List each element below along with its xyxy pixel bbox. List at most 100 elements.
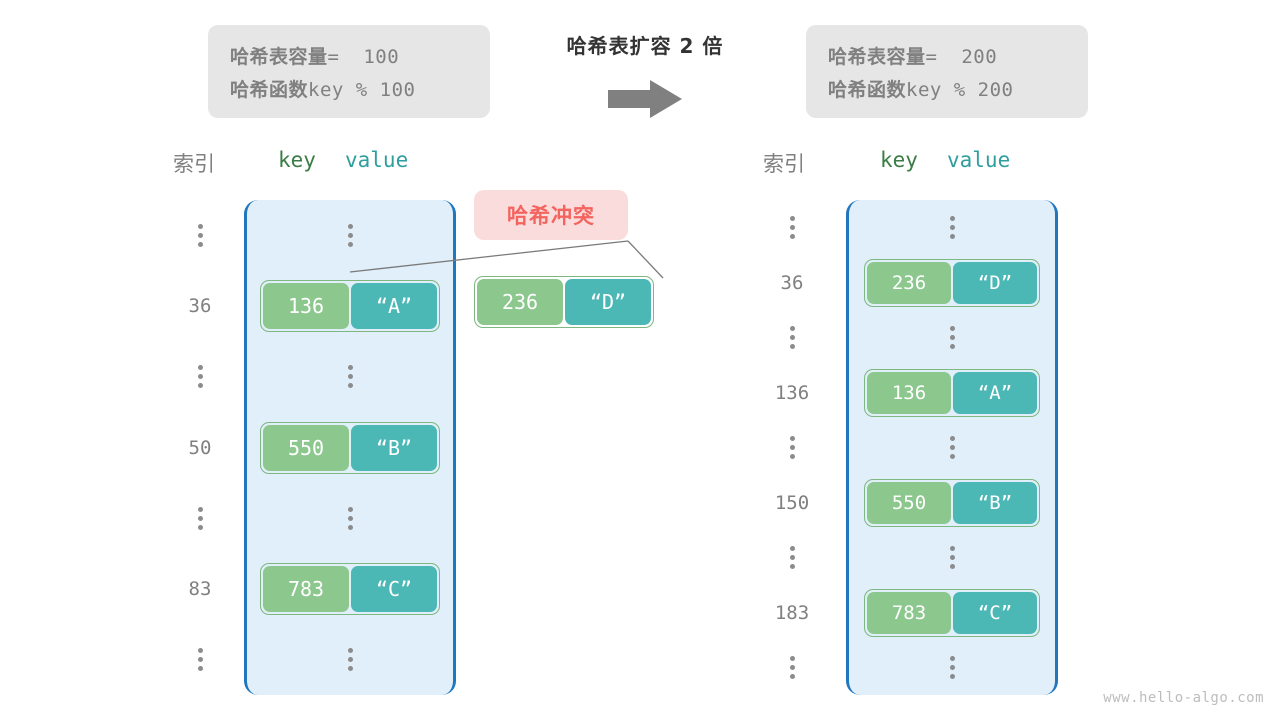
index-column-left: 36 50 83 [170, 200, 230, 695]
index-label: 183 [774, 601, 810, 624]
key-value-pair: 136“A” [864, 368, 1040, 417]
hash-table-info-left: 哈希表容量 = 100 哈希函数 key % 100 [208, 25, 490, 118]
table-row: 783“C” [849, 585, 1055, 640]
table-row-ellipsis [849, 200, 1055, 255]
watermark: www.hello-algo.com [1103, 690, 1264, 706]
header-value-right: value [947, 148, 1011, 172]
index-ellipsis [197, 624, 203, 695]
capacity-label: 哈希表容量 [230, 45, 328, 68]
vertical-ellipsis-icon [197, 648, 203, 672]
index-label: 83 [188, 577, 212, 600]
vertical-ellipsis-icon [197, 365, 203, 389]
transform-title: 哈希表扩容 2 倍 [566, 34, 724, 58]
index-ellipsis [197, 341, 203, 412]
capacity-label: 哈希表容量 [828, 45, 926, 68]
index-label: 36 [780, 271, 804, 294]
vertical-ellipsis-icon [789, 656, 795, 679]
table-row-ellipsis [849, 530, 1055, 585]
key-cell: 783 [263, 565, 349, 612]
hash-table-info-right: 哈希表容量 = 200 哈希函数 key % 200 [806, 25, 1088, 118]
index-ellipsis [789, 420, 795, 475]
table-row: 136“A” [849, 365, 1055, 420]
key-cell: 236 [477, 279, 563, 325]
key-value-pair: 783“C” [864, 588, 1040, 637]
key-value-pair: 783“C” [260, 562, 440, 615]
table-row: 236“D” [849, 255, 1055, 310]
table-row-ellipsis [247, 200, 453, 271]
table-row-ellipsis [849, 420, 1055, 475]
index-label: 136 [774, 381, 810, 404]
value-cell: “D” [565, 279, 651, 325]
collision-entry: 236 “D” [474, 276, 654, 328]
function-value: key % 100 [308, 78, 416, 101]
vertical-ellipsis-icon [347, 506, 353, 530]
collision-badge: 哈希冲突 [474, 190, 628, 240]
vertical-ellipsis-icon [949, 326, 955, 349]
key-value-pair: 236“D” [864, 258, 1040, 307]
capacity-value: = 100 [327, 45, 400, 68]
key-cell: 550 [263, 424, 349, 471]
right-arrow-icon [608, 80, 682, 118]
vertical-ellipsis-icon [949, 546, 955, 569]
value-cell: “C” [953, 591, 1037, 634]
index-ellipsis [789, 310, 795, 365]
vertical-ellipsis-icon [347, 223, 353, 247]
function-value: key % 200 [906, 78, 1014, 101]
function-label: 哈希函数 [230, 78, 309, 101]
index-ellipsis [197, 200, 203, 271]
vertical-ellipsis-icon [949, 656, 955, 679]
function-line-right: 哈希函数 key % 200 [828, 75, 1066, 102]
header-key-right: key [880, 148, 918, 172]
table-row-ellipsis [849, 640, 1055, 695]
table-row: 783“C” [247, 554, 453, 625]
key-cell: 136 [263, 283, 349, 330]
index-label: 36 [188, 295, 212, 318]
vertical-ellipsis-icon [197, 506, 203, 530]
index-ellipsis [789, 200, 795, 255]
index-label: 150 [774, 491, 810, 514]
index-ellipsis [197, 483, 203, 554]
vertical-ellipsis-icon [949, 436, 955, 459]
index-ellipsis [789, 530, 795, 585]
table-row-ellipsis [247, 624, 453, 695]
table-row-ellipsis [849, 310, 1055, 365]
vertical-ellipsis-icon [197, 223, 203, 247]
vertical-ellipsis-icon [789, 216, 795, 239]
index-label: 50 [188, 436, 212, 459]
key-value-pair: 236 “D” [474, 276, 654, 328]
table-row: 136“A” [247, 271, 453, 342]
header-index-left: 索引 [173, 152, 215, 176]
capacity-line-right: 哈希表容量 = 200 [828, 42, 1066, 69]
function-label: 哈希函数 [828, 78, 907, 101]
value-cell: “A” [351, 283, 437, 330]
key-value-pair: 550“B” [864, 478, 1040, 527]
vertical-ellipsis-icon [789, 436, 795, 459]
key-cell: 550 [867, 481, 951, 524]
key-cell: 783 [867, 591, 951, 634]
capacity-line-left: 哈希表容量 = 100 [230, 42, 468, 69]
vertical-ellipsis-icon [949, 216, 955, 239]
function-line-left: 哈希函数 key % 100 [230, 75, 468, 102]
value-cell: “B” [953, 481, 1037, 524]
value-cell: “C” [351, 565, 437, 612]
value-cell: “A” [953, 371, 1037, 414]
header-index-right: 索引 [763, 152, 805, 176]
vertical-ellipsis-icon [347, 648, 353, 672]
vertical-ellipsis-icon [789, 326, 795, 349]
key-cell: 136 [867, 371, 951, 414]
value-cell: “B” [351, 424, 437, 471]
index-ellipsis [789, 640, 795, 695]
table-row-ellipsis [247, 483, 453, 554]
vertical-ellipsis-icon [789, 546, 795, 569]
hash-table-after: 236“D” 136“A” 550“B” 783“C” [846, 200, 1058, 695]
hash-table-before: 136“A” 550“B” 783“C” [244, 200, 456, 695]
key-cell: 236 [867, 261, 951, 304]
index-column-right: 36 136 150 183 [760, 200, 824, 695]
header-key-left: key [278, 148, 316, 172]
capacity-value: = 200 [925, 45, 998, 68]
table-row-ellipsis [247, 341, 453, 412]
value-cell: “D” [953, 261, 1037, 304]
key-value-pair: 136“A” [260, 280, 440, 333]
vertical-ellipsis-icon [347, 365, 353, 389]
header-value-left: value [345, 148, 409, 172]
